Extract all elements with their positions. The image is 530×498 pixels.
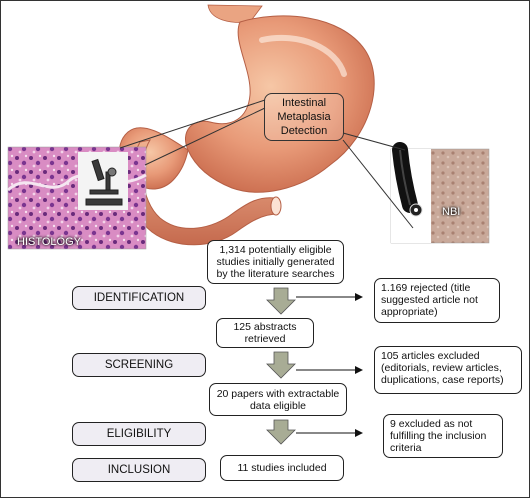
excluded-eligibility-text: 9 excluded as not fulfilling the inclusi… bbox=[390, 418, 487, 454]
stage-screening: SCREENING bbox=[72, 353, 206, 377]
stage-eligibility: ELIGIBILITY bbox=[72, 422, 206, 446]
center-label: Intestinal Metaplasia Detection bbox=[277, 97, 331, 137]
papers-text: 20 papers with extractable data eligible bbox=[216, 387, 340, 412]
abstracts-text: 125 abstracts retrieved bbox=[233, 321, 297, 345]
excluded-eligibility-box: 9 excluded as not fulfilling the inclusi… bbox=[383, 414, 503, 458]
rejected-text: 1.169 rejected (title suggested article … bbox=[381, 282, 478, 318]
histology-label: HISTOLOGY bbox=[17, 236, 81, 248]
included-box: 11 studies included bbox=[220, 455, 344, 481]
papers-box: 20 papers with extractable data eligible bbox=[209, 383, 347, 416]
initial-studies-box: 1,314 potentially eligible studies initi… bbox=[207, 240, 344, 284]
center-label-box: Intestinal Metaplasia Detection bbox=[264, 93, 344, 141]
stomach-illustration bbox=[6, 4, 490, 250]
excluded-articles-text: 105 articles excluded (editorials, revie… bbox=[381, 350, 504, 386]
included-text: 11 studies included bbox=[237, 462, 327, 474]
microscope-icon bbox=[85, 158, 123, 206]
initial-studies-text: 1,314 potentially eligible studies initi… bbox=[216, 244, 335, 280]
rejected-box: 1.169 rejected (title suggested article … bbox=[374, 278, 500, 323]
nbi-label: NBI bbox=[442, 206, 461, 218]
excluded-articles-box: 105 articles excluded (editorials, revie… bbox=[374, 346, 522, 394]
stage-inclusion: INCLUSION bbox=[72, 458, 206, 482]
abstracts-box: 125 abstracts retrieved bbox=[216, 318, 314, 348]
stage-identification: IDENTIFICATION bbox=[72, 286, 206, 310]
